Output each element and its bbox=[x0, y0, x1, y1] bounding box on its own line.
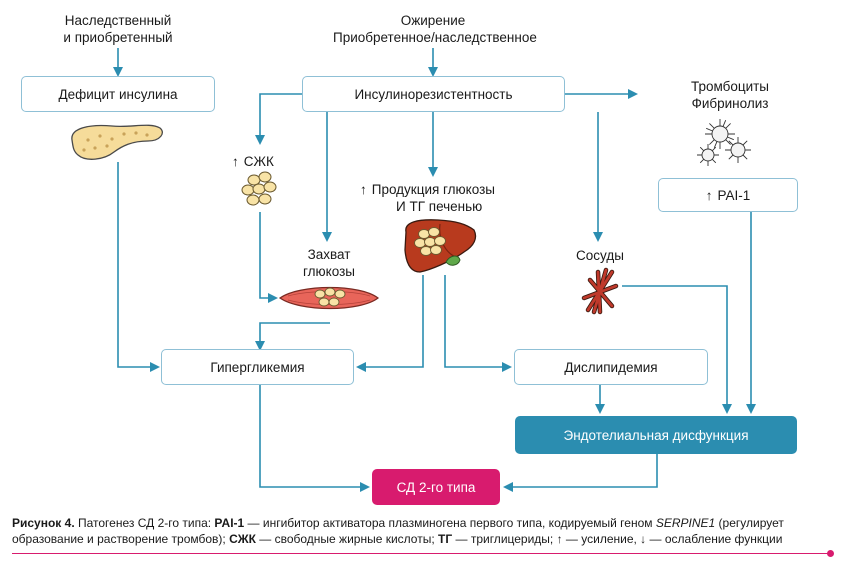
caption-text-3: (регулирует образование и растворение тр… bbox=[12, 516, 784, 546]
blood-vessels-icon bbox=[581, 267, 619, 315]
arrow-endothelial-to-diabetes bbox=[503, 454, 658, 492]
vessels-label: Сосуды bbox=[576, 248, 624, 263]
arrow-vessels-to-endothelial bbox=[622, 285, 732, 414]
glucose-uptake-label: Захват глюкозы bbox=[296, 246, 362, 280]
arrow-ffa-to-muscle bbox=[259, 212, 278, 303]
hereditary-label-line1: Наследственный bbox=[64, 13, 172, 28]
dyslipidemia-box: Дислипидемия bbox=[514, 349, 708, 385]
glucose-uptake-line2: глюкозы bbox=[303, 264, 355, 279]
caption-gene-name: SERPINE1 bbox=[655, 516, 716, 530]
pathogenesis-diagram: Наследственный и приобретенный Ожирение … bbox=[21, 12, 798, 505]
arrow-hyperglycemia-to-diabetes bbox=[259, 385, 370, 492]
ffa-text: СЖК bbox=[243, 154, 274, 169]
pai1-box: ↑PAI-1 bbox=[658, 178, 798, 212]
caption-text-4: — свободные жирные кислоты; bbox=[255, 531, 439, 546]
divider-dot bbox=[827, 550, 834, 557]
arrow-deficit-to-hyperglycemia bbox=[117, 162, 160, 372]
arrow-muscle-to-hyperglycemia bbox=[255, 322, 330, 351]
pai1-up-arrow: ↑ bbox=[705, 187, 713, 203]
caption-tg-abbr: ТГ bbox=[438, 531, 453, 546]
arrow-liver-to-hyperglycemia bbox=[356, 275, 424, 372]
glucose-production-label: ↑ Продукция глюкозы И ТГ печенью bbox=[360, 181, 495, 215]
liver-icon bbox=[404, 219, 477, 273]
pai1-label: PAI-1 bbox=[717, 187, 751, 203]
obesity-label-line1: Ожирение bbox=[400, 13, 466, 28]
caption-figure-label: Рисунок 4. bbox=[12, 516, 75, 530]
arrow-liver-to-dyslipidemia bbox=[444, 275, 512, 372]
ffa-up-arrow: ↑ bbox=[232, 154, 239, 169]
platelets-icon bbox=[697, 119, 751, 166]
caption-ffa-abbr: СЖК bbox=[229, 531, 256, 546]
caption-pai-abbr: PAI-1 bbox=[214, 516, 245, 530]
type2-diabetes-box: СД 2-го типа bbox=[372, 469, 500, 505]
platelets-label-line2: Фибринолиз bbox=[691, 96, 769, 111]
endothelial-dysfunction-box: Эндотелиальная дисфункция bbox=[515, 416, 797, 454]
hyperglycemia-box: Гипергликемия bbox=[161, 349, 354, 385]
platelets-label: Тромбоциты Фибринолиз bbox=[680, 78, 780, 112]
hereditary-label: Наследственный и приобретенный bbox=[60, 12, 176, 46]
hereditary-label-line2: и приобретенный bbox=[63, 30, 173, 45]
insulin-resistance-box: Инсулинорезистентность bbox=[302, 76, 565, 112]
caption-text-1: Патогенез СД 2-го типа: bbox=[74, 516, 215, 530]
figure-caption: Рисунок 4. Патогенез СД 2-го типа: PAI-1… bbox=[12, 516, 842, 547]
caption-text-2: — ингибитор активатора плазминогена перв… bbox=[244, 516, 656, 530]
platelets-label-line1: Тромбоциты bbox=[690, 79, 770, 94]
fat-cells-icon bbox=[241, 171, 277, 206]
glucose-production-line1: Продукция глюкозы bbox=[371, 182, 495, 197]
glucose-production-up-arrow: ↑ bbox=[360, 182, 367, 197]
pancreas-icon bbox=[71, 124, 163, 160]
insulin-deficit-box: Дефицит инсулина bbox=[21, 76, 215, 112]
connector-layer bbox=[71, 48, 756, 492]
glucose-production-line2: И ТГ печенью bbox=[396, 199, 483, 214]
obesity-label-line2: Приобретенное/наследственное bbox=[333, 30, 537, 45]
arrow-resistance-to-ffa bbox=[255, 93, 302, 145]
glucose-uptake-line1: Захват bbox=[307, 247, 351, 262]
caption-divider bbox=[12, 553, 829, 554]
caption-text-5: — триглицериды; ↑ — усиление, ↓ — ослабл… bbox=[452, 531, 783, 546]
muscle-icon bbox=[278, 286, 379, 310]
obesity-label: Ожирение Приобретенное/наследственное bbox=[333, 12, 537, 46]
ffa-label: ↑ СЖК bbox=[232, 153, 274, 170]
